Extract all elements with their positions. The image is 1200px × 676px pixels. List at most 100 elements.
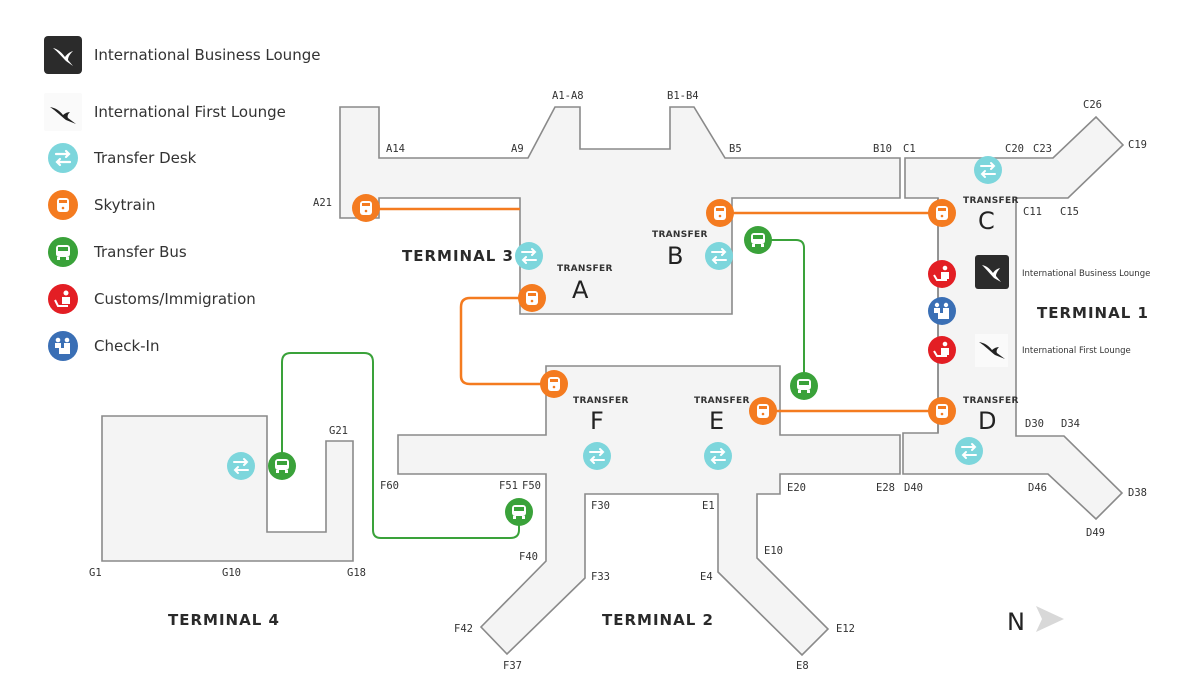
gate-label: C23 [1033,143,1052,155]
gate-label: E10 [764,545,783,557]
gate-label: D38 [1128,487,1147,499]
transfer-bus-icon [790,372,818,400]
legend-item-first-lounge: International First Lounge [44,93,286,131]
legend-item-business-lounge: International Business Lounge [44,36,320,74]
first-lounge-label: International First Lounge [1022,346,1131,356]
legend-item-transfer-desk: Transfer Desk [44,139,196,177]
gate-label: C11 [1023,206,1042,218]
legend-item-skytrain: Skytrain [44,186,155,224]
skytrain-line-a-f [459,296,554,386]
transfer-desk-icon [582,441,612,471]
gate-label: A14 [386,143,405,155]
customs-immigration-icon [927,335,957,365]
gate-label: C26 [1083,99,1102,111]
gate-label: G1 [89,567,102,579]
skytrain-icon [706,199,734,227]
skytrain-icon [352,194,380,222]
gate-label: C1 [903,143,916,155]
first-lounge-icon [44,93,82,131]
gate-label: E1 [702,500,715,512]
transfer-b-caption: TRANSFER [652,230,708,240]
gate-label: D49 [1086,527,1105,539]
skytrain-icon [928,199,956,227]
transfer-a-letter: A [572,276,589,304]
skytrain-icon [518,284,546,312]
gate-label: E8 [796,660,809,672]
gate-label: F40 [519,551,538,563]
gate-label: B1-B4 [667,90,699,102]
gate-label: C19 [1128,139,1147,151]
gate-label: F50 [522,480,541,492]
terminal-3-outline [339,106,901,315]
bus-line-t4-f [281,352,520,539]
gate-label: D30 [1025,418,1044,430]
transfer-f-letter: F [590,407,604,435]
gate-label: F60 [380,480,399,492]
gate-label: D46 [1028,482,1047,494]
skytrain-icon [44,186,82,224]
gate-label: G21 [329,425,348,437]
gate-label: A9 [511,143,524,155]
transfer-bus-icon [44,233,82,271]
business-lounge-icon [44,36,82,74]
legend-item-customs: Customs/Immigration [44,280,256,318]
gate-label: E12 [836,623,855,635]
transfer-b-letter: B [667,242,683,270]
legend-label: Customs/Immigration [94,290,256,308]
terminal-4-outline [101,415,354,562]
gate-label: G18 [347,567,366,579]
terminal-1-label: TERMINAL 1 [1037,304,1149,322]
legend-item-transfer-bus: Transfer Bus [44,233,187,271]
transfer-desk-icon [973,155,1003,185]
transfer-e-caption: TRANSFER [694,396,750,406]
legend-label: Skytrain [94,196,156,214]
north-label: N [1007,608,1025,636]
check-in-icon [44,327,82,365]
transfer-desk-icon [226,451,256,481]
transfer-bus-icon [505,498,533,526]
gate-label: E4 [700,571,713,583]
customs-immigration-icon [927,259,957,289]
terminal-2-outline [397,365,901,657]
customs-immigration-icon [44,280,82,318]
transfer-f-caption: TRANSFER [573,396,629,406]
transfer-d-letter: D [978,407,996,435]
legend-label: International First Lounge [94,103,286,121]
gate-label: F37 [503,660,522,672]
transfer-d-caption: TRANSFER [963,396,1019,406]
transfer-a-caption: TRANSFER [557,264,613,274]
gate-label: G10 [222,567,241,579]
legend-label: Transfer Desk [94,149,197,167]
gate-label: B10 [873,143,892,155]
transfer-e-letter: E [709,407,724,435]
skytrain-icon [928,397,956,425]
business-lounge-label: International Business Lounge [1022,269,1150,279]
legend-label: International Business Lounge [94,46,321,64]
gate-label: C20 [1005,143,1024,155]
transfer-bus-icon [744,226,772,254]
north-arrow-icon [1036,606,1064,632]
transfer-desk-icon [703,441,733,471]
gate-label: D40 [904,482,923,494]
business-lounge-icon [975,255,1009,289]
gate-label: E28 [876,482,895,494]
transfer-desk-icon [514,241,544,271]
transfer-desk-icon [954,436,984,466]
gate-label: A1-A8 [552,90,584,102]
legend-label: Transfer Bus [94,243,187,261]
gate-label: F30 [591,500,610,512]
check-in-icon [928,297,956,325]
gate-label: F42 [454,623,473,635]
first-lounge-icon [975,334,1008,367]
skytrain-icon [749,397,777,425]
gate-label: F33 [591,571,610,583]
transfer-bus-icon [268,452,296,480]
legend-item-check-in: Check-In [44,327,160,365]
transfer-c-letter: C [978,207,995,235]
gate-labels: A21 A14 A9 A1-A8 B1-B4 B5 B10 C1 C20 C23… [89,90,1147,672]
gate-label: B5 [729,143,742,155]
gate-label: C15 [1060,206,1079,218]
skytrain-icon [540,370,568,398]
terminal-2-label: TERMINAL 2 [602,611,714,629]
